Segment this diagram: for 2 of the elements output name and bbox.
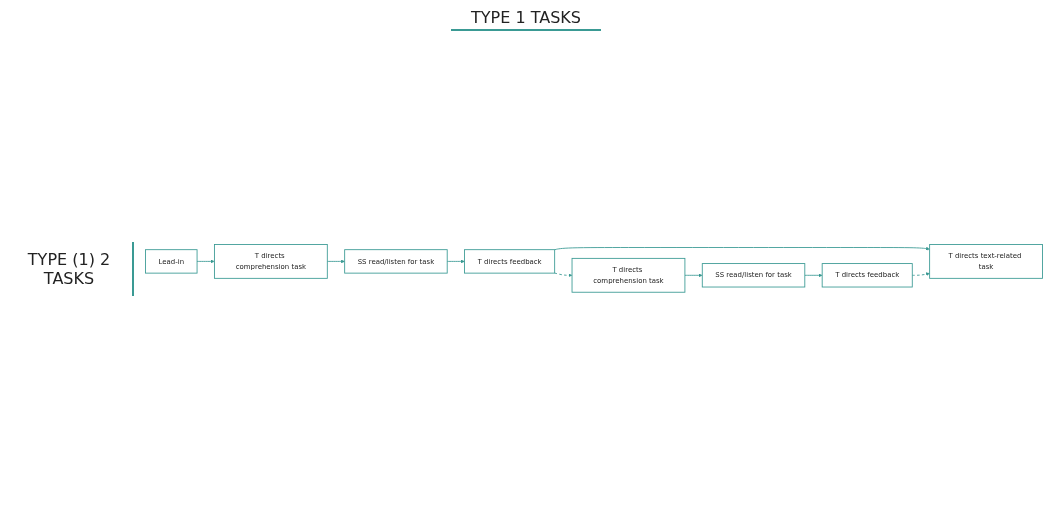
bracket-label: TYPE 1 TASKS	[451, 6, 601, 31]
bracket-label: TYPE (1) 2 TASKS	[6, 241, 134, 296]
